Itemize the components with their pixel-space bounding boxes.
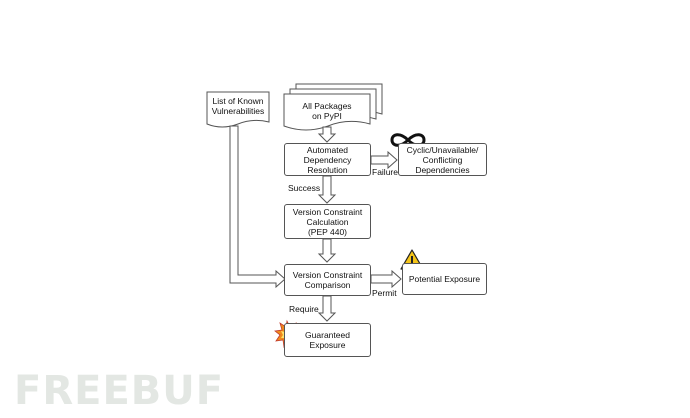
cyclic-dependencies-box: Cyclic/Unavailable/ Conflicting Dependen… <box>398 143 487 176</box>
vuln-doc-shape <box>206 91 270 128</box>
packages-label: All Packages on PyPI <box>302 101 352 121</box>
arrow-resolution-to-cyclic <box>370 150 398 170</box>
potential-exposure-box: Potential Exposure <box>402 263 487 295</box>
arrow-packages-to-resolution <box>317 126 337 143</box>
packages-doc-stack <box>283 83 383 131</box>
dependency-resolution-box: Automated Dependency Resolution <box>284 143 371 176</box>
require-label: Require <box>289 304 319 314</box>
arrow-resolution-to-calc <box>317 175 337 204</box>
arrow-vulns-to-comparison <box>229 125 286 289</box>
guaranteed-exposure-box: Guaranteed Exposure <box>284 323 371 357</box>
watermark-logo: FREEBUF <box>14 368 225 414</box>
constraint-comparison-box: Version Constraint Comparison <box>284 264 371 296</box>
arrow-comparison-to-guaranteed <box>317 295 337 322</box>
arrow-calc-to-comparison <box>317 238 337 263</box>
constraint-calculation-box: Version Constraint Calculation (PEP 440) <box>284 204 371 239</box>
arrow-comparison-to-potential <box>370 269 402 289</box>
permit-label: Permit <box>372 288 397 298</box>
success-label: Success <box>288 183 321 193</box>
failure-label: Failure <box>372 167 398 177</box>
vuln-list-label: List of Known Vulnerabilities <box>211 96 265 116</box>
